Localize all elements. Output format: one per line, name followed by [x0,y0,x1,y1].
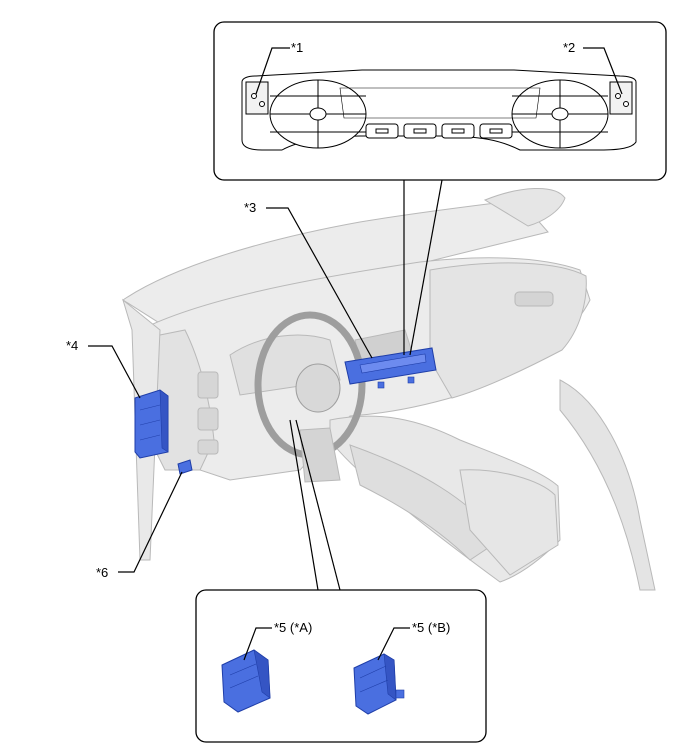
leader-3 [266,207,373,359]
ecu-module-5a-icon [221,649,271,713]
callout-5b: *5 (*B) [412,620,450,635]
zoom-line-top-2 [409,179,443,356]
ecu-module-5b-icon [353,653,405,715]
left-vent-3 [197,439,219,455]
leader-1 [255,47,290,95]
left-vent [197,371,219,399]
zoom-line-bottom-2 [295,419,341,591]
detail-box-bottom [195,589,487,743]
console-box [459,469,559,576]
zoom-line-bottom-1 [289,419,319,591]
callout-6: *6 [96,565,108,580]
callout-3: *3 [244,200,256,215]
detail-box-top [213,21,667,181]
leader-6 [118,471,183,573]
leader-5b [377,627,410,661]
a-pillar-right [483,188,566,227]
callout-4: *4 [66,338,78,353]
module-6-icon [177,459,193,475]
leader-5a [243,627,272,661]
dashboard-illustration [122,188,656,591]
dash-right [429,262,587,399]
ecu-module-4-icon [134,389,169,459]
ac-panel-detail [241,69,637,151]
callout-2: *2 [563,40,575,55]
callout-5a: *5 (*A) [274,620,312,635]
ac-control-panel-icon [344,347,437,389]
steering-column [299,427,341,483]
leader-lines [88,179,443,591]
callout-1: *1 [291,40,303,55]
leader-4 [88,345,141,399]
left-vent-2 [197,407,219,431]
steering-wheel-hub [295,363,341,413]
right-vent [514,291,554,307]
right-door [559,379,656,591]
leader-2 [583,47,623,95]
